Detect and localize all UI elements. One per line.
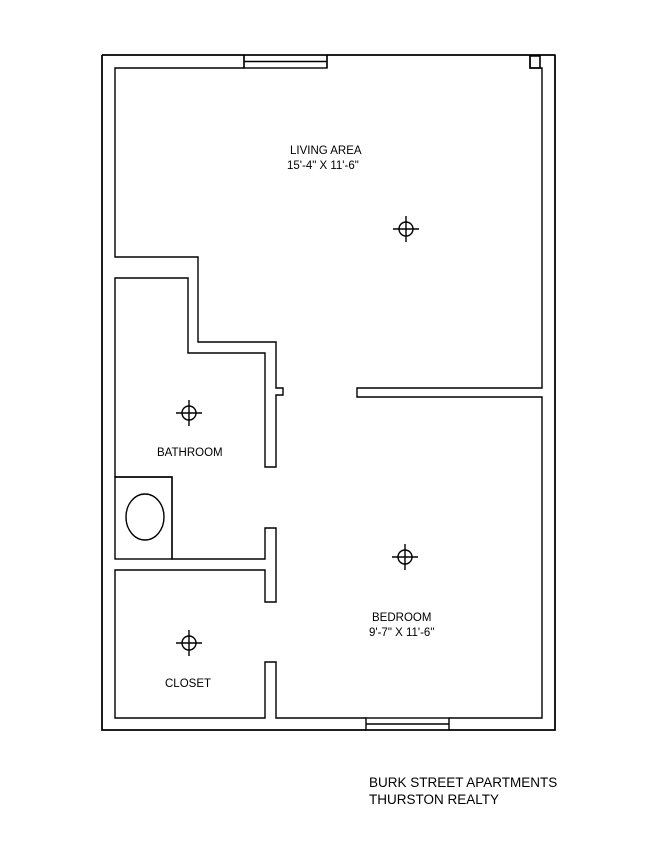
bedroom-dimensions: 9'-7" X 11'-6" [369, 627, 434, 639]
title-block: BURK STREET APARTMENTS THURSTON REALTY [369, 774, 557, 808]
walls [101, 54, 556, 731]
ceiling-light-icon [393, 216, 419, 242]
title-line-company: THURSTON REALTY [369, 792, 500, 807]
ceiling-light-icon [392, 544, 418, 570]
window-top [243, 54, 328, 69]
closet-label: CLOSET [165, 678, 211, 690]
ceiling-light-icon [176, 630, 202, 656]
ceiling-light-icon [176, 400, 202, 426]
bedroom-label: BEDROOM [372, 612, 431, 624]
living-area-label: LIVING AREA [290, 145, 362, 157]
living-area-dimensions: 15'-4" X 11'-6" [287, 160, 359, 172]
toilet-icon [114, 476, 173, 560]
title-line-project: BURK STREET APARTMENTS [369, 775, 558, 790]
bathroom-label: BATHROOM [157, 447, 223, 459]
window-bottom [365, 717, 450, 731]
